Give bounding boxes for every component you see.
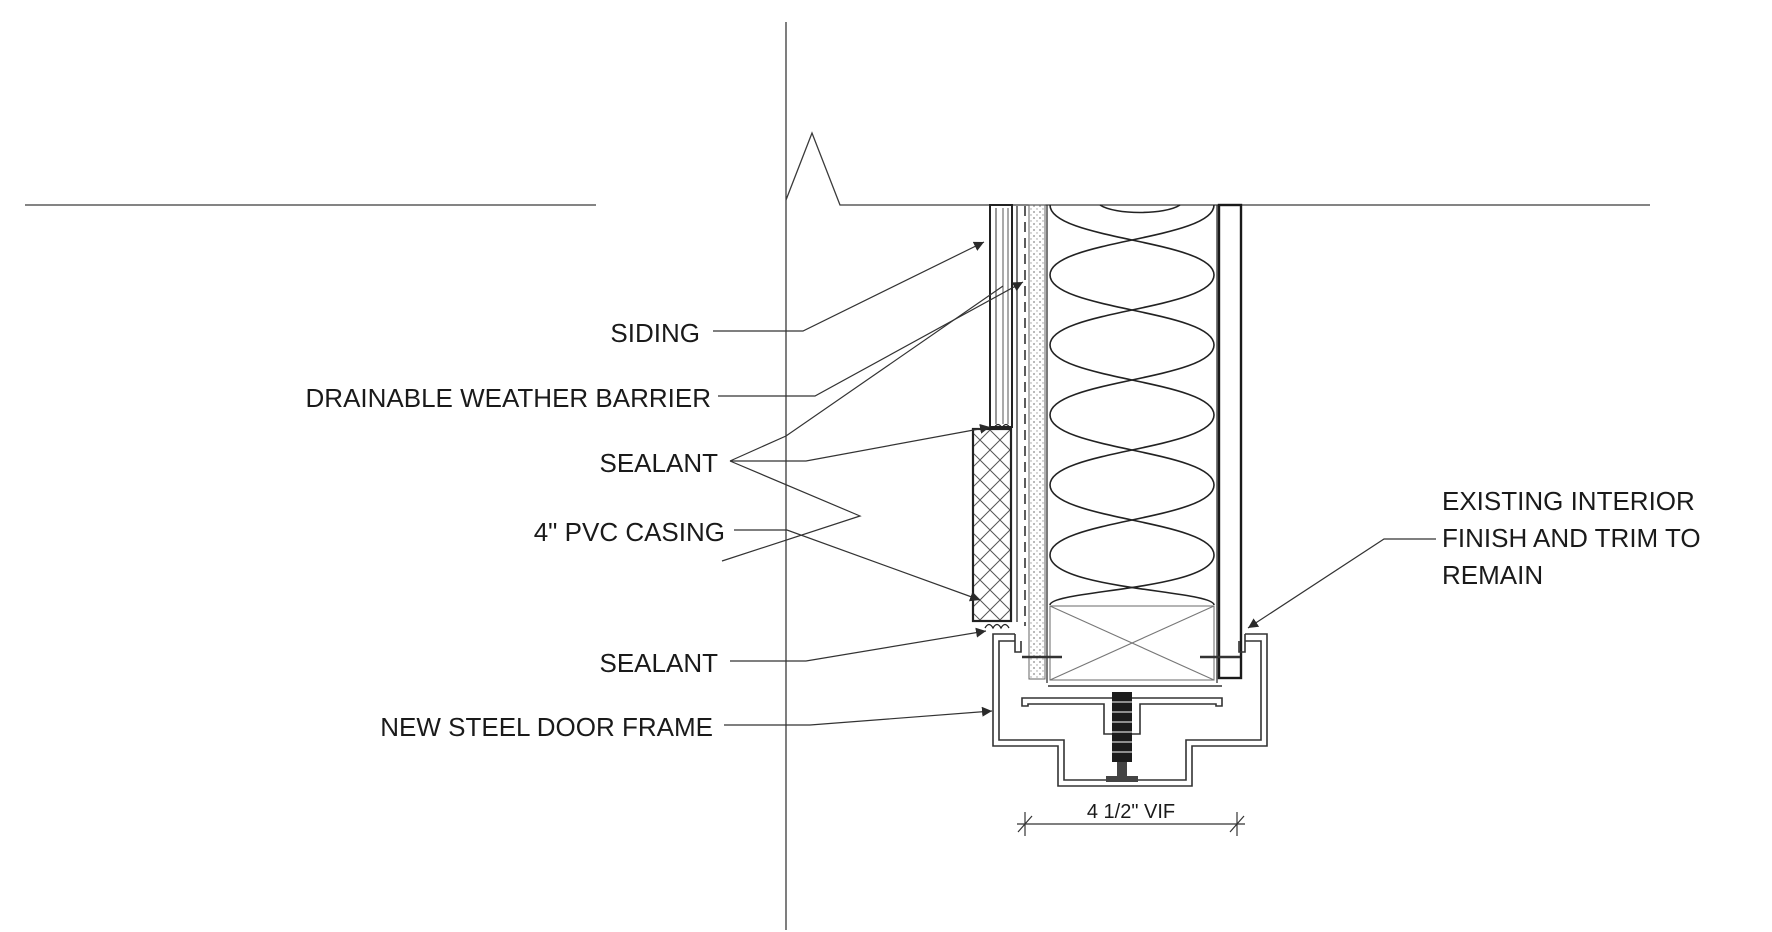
anchor-bolt	[1106, 692, 1138, 782]
leader-pvc-casing	[734, 529, 981, 602]
batt-insulation	[1049, 204, 1215, 606]
siding-board	[989, 204, 1013, 428]
door-frame-profile-outer	[992, 633, 1268, 787]
label-interior-line2: FINISH AND TRIM TO	[1442, 523, 1701, 553]
siding	[989, 204, 1013, 428]
label-interior-line3: REMAIN	[1442, 560, 1543, 590]
pvc-casing	[971, 427, 1013, 623]
dimension-line	[1017, 812, 1245, 836]
pvc-casing-body	[971, 427, 1013, 623]
label-pvc-casing: 4" PVC CASING	[534, 517, 725, 547]
label-sealant-top: SEALANT	[600, 448, 719, 478]
leader-sealant-top	[730, 423, 991, 462]
anchor-clip	[1021, 697, 1223, 735]
leader-weather-barrier	[718, 281, 1024, 397]
leader-sealant-top-2	[729, 285, 1004, 462]
stud-bay	[1046, 204, 1218, 683]
label-interior-line1: EXISTING INTERIOR	[1442, 486, 1695, 516]
leader-interior-finish	[1247, 538, 1436, 629]
leader-door-frame	[724, 706, 993, 726]
blocking	[1049, 605, 1215, 681]
wall-outline	[25, 22, 1650, 930]
leader-sealant-bottom	[730, 627, 987, 662]
sealant-bead-bottom	[984, 623, 1010, 630]
leader-sealant-zigzag	[721, 460, 862, 562]
leader-siding	[713, 241, 985, 332]
break-line-vertical	[785, 22, 1650, 206]
door-frame-return-left	[1014, 634, 1022, 653]
label-door-frame: NEW STEEL DOOR FRAME	[380, 712, 713, 742]
dimension-label: 4 1/2" VIF	[1087, 801, 1175, 823]
label-sealant-bottom: SEALANT	[600, 648, 719, 678]
door-frame-return-right	[1238, 634, 1246, 653]
sheathing	[1028, 204, 1046, 680]
leader-lines	[713, 241, 1436, 726]
label-siding: SIDING	[610, 318, 700, 348]
interior-finish	[1217, 203, 1243, 680]
label-weather-barrier: DRAINABLE WEATHER BARRIER	[306, 383, 711, 413]
